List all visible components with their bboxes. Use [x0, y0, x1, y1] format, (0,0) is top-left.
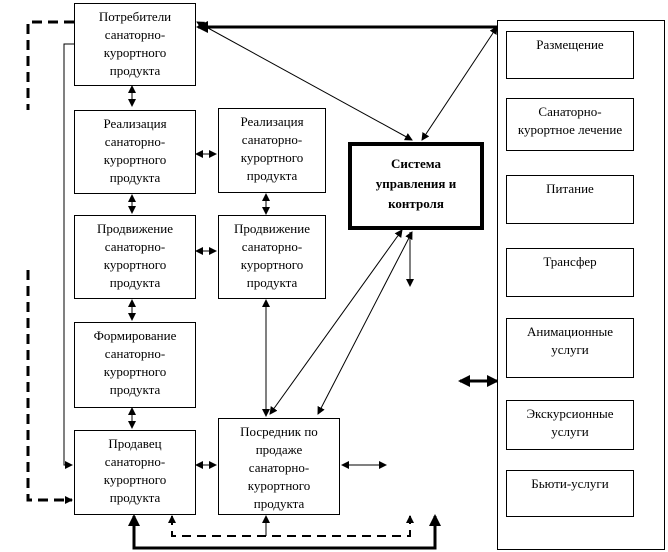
consumer-control-arrow [196, 21, 413, 141]
service-animation: Анимационные услуги [506, 318, 634, 378]
services-control-arrow [421, 26, 498, 141]
control-system-node: Система управления и контроля [348, 142, 484, 230]
dashed-feedback-line [26, 270, 73, 504]
formation-node: Формирование санаторно- курортного проду… [74, 322, 196, 408]
sales-node-left: Реализация санаторно- курортного продукт… [74, 110, 196, 194]
seller-node: Продавец санаторно- курортного продукта [74, 430, 196, 515]
consumer-seller-line [63, 43, 74, 469]
promotion-node-left: Продвижение санаторно- курортного продук… [74, 215, 196, 299]
intermediary-node: Посредник по продаже санаторно- курортно… [218, 418, 340, 515]
control-intermediary-arrow [317, 231, 413, 415]
service-transfer: Трансфер [506, 248, 634, 297]
service-treatment: Санаторно- курортное лечение [506, 98, 634, 151]
consumers-node: Потребители санаторно- курортного продук… [74, 3, 196, 86]
bottom-dashed-line [168, 515, 414, 537]
bottom-bus-line [128, 514, 441, 550]
service-meals: Питание [506, 175, 634, 224]
promotion-node-right: Продвижение санаторно- курортного продук… [218, 215, 326, 299]
service-excursions: Экскурсионные услуги [506, 400, 634, 450]
dashed-feedback-line [26, 20, 74, 110]
service-accommodation: Размещение [506, 31, 634, 79]
service-beauty: Бьюти-услуги [506, 470, 634, 517]
sales-node-right: Реализация санаторно- курортного продукт… [218, 108, 326, 193]
